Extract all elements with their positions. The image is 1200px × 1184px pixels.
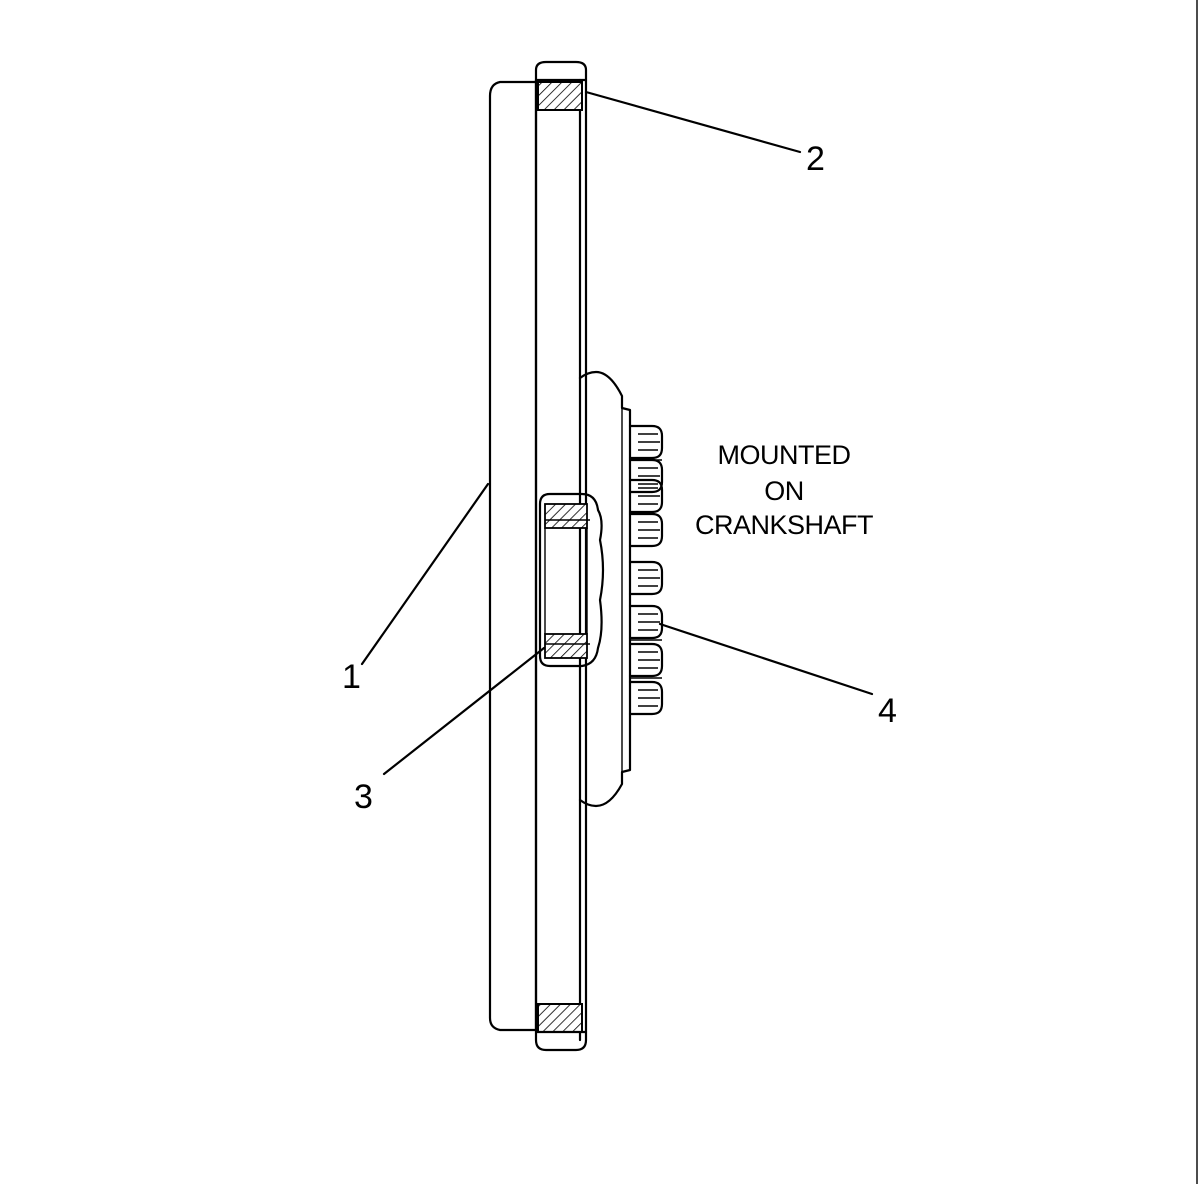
note-line-3: CRANKSHAFT xyxy=(695,510,873,540)
callout-3: 3 xyxy=(354,778,373,816)
callout-2: 2 xyxy=(806,140,825,178)
callout-4: 4 xyxy=(878,692,897,730)
ring-gear xyxy=(534,60,588,1052)
bolt xyxy=(628,458,664,494)
note-line-1: MOUNTED xyxy=(718,440,851,470)
bolt xyxy=(628,424,664,461)
leader-line-2 xyxy=(584,90,802,154)
leader-lines xyxy=(360,90,874,776)
flywheel-hub xyxy=(578,370,632,808)
bolt xyxy=(628,560,664,596)
bolt xyxy=(628,478,664,514)
bolt xyxy=(628,604,664,641)
leader-line-3 xyxy=(382,646,546,776)
flywheel-body xyxy=(488,78,542,1032)
ring-gear-top-section xyxy=(537,81,583,111)
mounting-note: MOUNTED ON CRANKSHAFT xyxy=(695,440,874,540)
bolt xyxy=(628,512,664,548)
pilot-bearing xyxy=(538,492,605,668)
bolt xyxy=(628,677,664,716)
leader-line-1 xyxy=(360,482,490,666)
callout-1: 1 xyxy=(342,658,361,696)
bolt xyxy=(628,642,664,678)
leader-line-4 xyxy=(658,622,874,696)
note-line-2: ON xyxy=(764,476,804,506)
mounting-bolts xyxy=(628,424,664,716)
ring-gear-bottom-section xyxy=(537,1003,583,1033)
